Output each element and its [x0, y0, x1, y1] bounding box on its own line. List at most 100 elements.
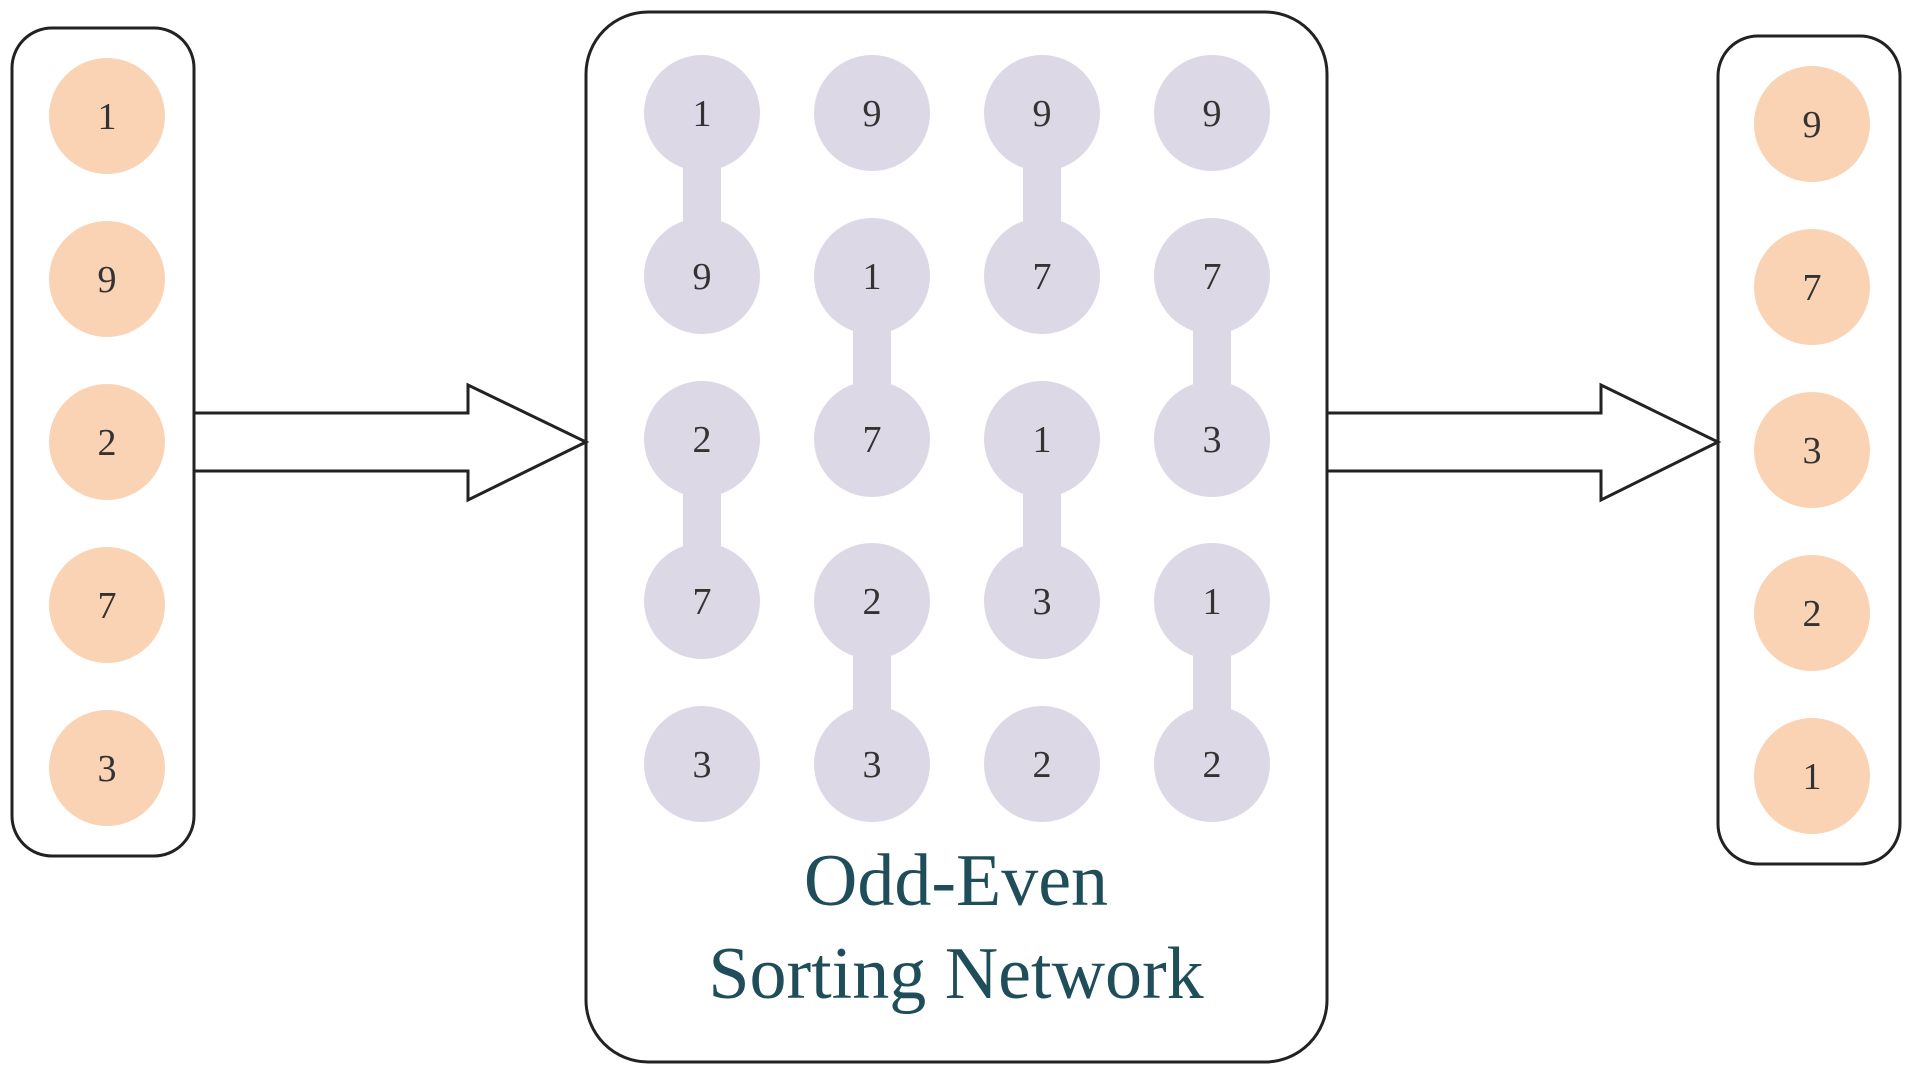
output-node-0-label: 9: [1803, 104, 1822, 146]
network-node-c1-r3: 2: [814, 543, 930, 659]
network-title-line-1: Odd-Even: [804, 840, 1108, 922]
network-node-c2-r0-circle: [984, 55, 1100, 171]
input-to-network-arrow: [192, 382, 590, 503]
input-node-3-circle: [49, 547, 165, 663]
network-node-c0-r1-circle: [644, 218, 760, 334]
network-node-c2-r2-label: 1: [1033, 419, 1052, 461]
network-node-c0-r2-label: 2: [693, 419, 712, 461]
network-node-c3-r1: 7: [1154, 218, 1270, 334]
output-node-2-circle: [1754, 392, 1870, 508]
network-frame: [584, 10, 1329, 1064]
network-node-c0-r2-circle: [644, 381, 760, 497]
network-node-c2-r2-circle: [984, 381, 1100, 497]
output-node-3: 2: [1754, 555, 1870, 671]
network-node-c2-r3-circle: [984, 543, 1100, 659]
network-node-c3-r2-circle: [1154, 381, 1270, 497]
network-node-c0-r4-circle: [644, 706, 760, 822]
input-node-2-circle: [49, 384, 165, 500]
network-node-c1-r3-circle: [814, 543, 930, 659]
network-node-c1-r4: 3: [814, 706, 930, 822]
network-node-c2-r4-circle: [984, 706, 1100, 822]
network-node-c2-r0-label: 9: [1033, 93, 1052, 135]
network-node-c0-r0: 1: [644, 55, 760, 171]
input-array: 1 9 2 7 3: [49, 58, 165, 826]
network-node-c0-r2: 2: [644, 381, 760, 497]
network-node-c2-r4: 2: [984, 706, 1100, 822]
network-node-c0-r0-label: 1: [693, 93, 712, 135]
network-node-c3-r4: 2: [1154, 706, 1270, 822]
network-node-c3-r0-label: 9: [1203, 93, 1222, 135]
network-node-c1-r4-label: 3: [863, 744, 882, 786]
input-node-3: 7: [49, 547, 165, 663]
network-node-c0-r4: 3: [644, 706, 760, 822]
output-node-3-circle: [1754, 555, 1870, 671]
network-node-c2-r3: 3: [984, 543, 1100, 659]
network-node-c2-r1: 7: [984, 218, 1100, 334]
network-node-c0-r0-circle: [644, 55, 760, 171]
output-node-4: 1: [1754, 718, 1870, 834]
network-nodes: 1 9 2 7 3 9 1 7 2 3 9 7 1 3 2 9 7 3 1 2: [644, 55, 1270, 822]
network-node-c0-r4-label: 3: [693, 744, 712, 786]
output-node-4-circle: [1754, 718, 1870, 834]
network-node-c1-r4-circle: [814, 706, 930, 822]
output-node-1-circle: [1754, 229, 1870, 345]
input-node-3-label: 7: [98, 585, 117, 627]
network-node-c2-r2: 1: [984, 381, 1100, 497]
network-node-c3-r1-label: 7: [1203, 256, 1222, 298]
network-node-c1-r0-circle: [814, 55, 930, 171]
network-node-c3-r2: 3: [1154, 381, 1270, 497]
network-node-c1-r2-label: 7: [863, 419, 882, 461]
network-title-line-2: Sorting Network: [708, 933, 1203, 1015]
network-node-c1-r1: 1: [814, 218, 930, 334]
input-node-4: 3: [49, 710, 165, 826]
input-node-1-circle: [49, 221, 165, 337]
network-node-c2-r0: 9: [984, 55, 1100, 171]
network-node-c1-r1-label: 1: [863, 256, 882, 298]
network-node-c1-r2-circle: [814, 381, 930, 497]
network-node-c2-r4-label: 2: [1033, 744, 1052, 786]
output-node-0-circle: [1754, 66, 1870, 182]
output-node-4-label: 1: [1803, 756, 1822, 798]
network-node-c3-r3: 1: [1154, 543, 1270, 659]
input-node-1-label: 9: [98, 259, 117, 301]
network-node-c0-r1-label: 9: [693, 256, 712, 298]
network-node-c2-r3-label: 3: [1033, 581, 1052, 623]
output-node-2: 3: [1754, 392, 1870, 508]
input-node-4-circle: [49, 710, 165, 826]
network-node-c1-r2: 7: [814, 381, 930, 497]
input-node-2: 2: [49, 384, 165, 500]
network-node-c3-r3-label: 1: [1203, 581, 1222, 623]
output-node-1: 7: [1754, 229, 1870, 345]
input-node-2-label: 2: [98, 422, 117, 464]
network-node-c2-r1-label: 7: [1033, 256, 1052, 298]
network-node-c3-r1-circle: [1154, 218, 1270, 334]
input-node-0: 1: [49, 58, 165, 174]
output-node-0: 9: [1754, 66, 1870, 182]
output-node-2-label: 3: [1803, 430, 1822, 472]
network-node-c0-r3: 7: [644, 543, 760, 659]
network-node-c0-r1: 9: [644, 218, 760, 334]
network-node-c1-r0: 9: [814, 55, 930, 171]
network-node-c3-r4-circle: [1154, 706, 1270, 822]
input-node-1: 9: [49, 221, 165, 337]
network-node-c3-r0: 9: [1154, 55, 1270, 171]
input-node-4-label: 3: [98, 748, 117, 790]
network-to-output-arrow: [1325, 382, 1722, 503]
network-node-c0-r3-label: 7: [693, 581, 712, 623]
output-array: 9 7 3 2 1: [1754, 66, 1870, 834]
network-node-c3-r4-label: 2: [1203, 744, 1222, 786]
network-node-c1-r1-circle: [814, 218, 930, 334]
output-node-1-label: 7: [1803, 267, 1822, 309]
output-node-3-label: 2: [1803, 593, 1822, 635]
network-node-c2-r1-circle: [984, 218, 1100, 334]
network-node-c3-r3-circle: [1154, 543, 1270, 659]
network-node-c3-r0-circle: [1154, 55, 1270, 171]
input-node-0-circle: [49, 58, 165, 174]
network-node-c1-r3-label: 2: [863, 581, 882, 623]
network-node-c1-r0-label: 9: [863, 93, 882, 135]
input-node-0-label: 1: [98, 96, 117, 138]
network-node-c3-r2-label: 3: [1203, 419, 1222, 461]
network-node-c0-r3-circle: [644, 543, 760, 659]
